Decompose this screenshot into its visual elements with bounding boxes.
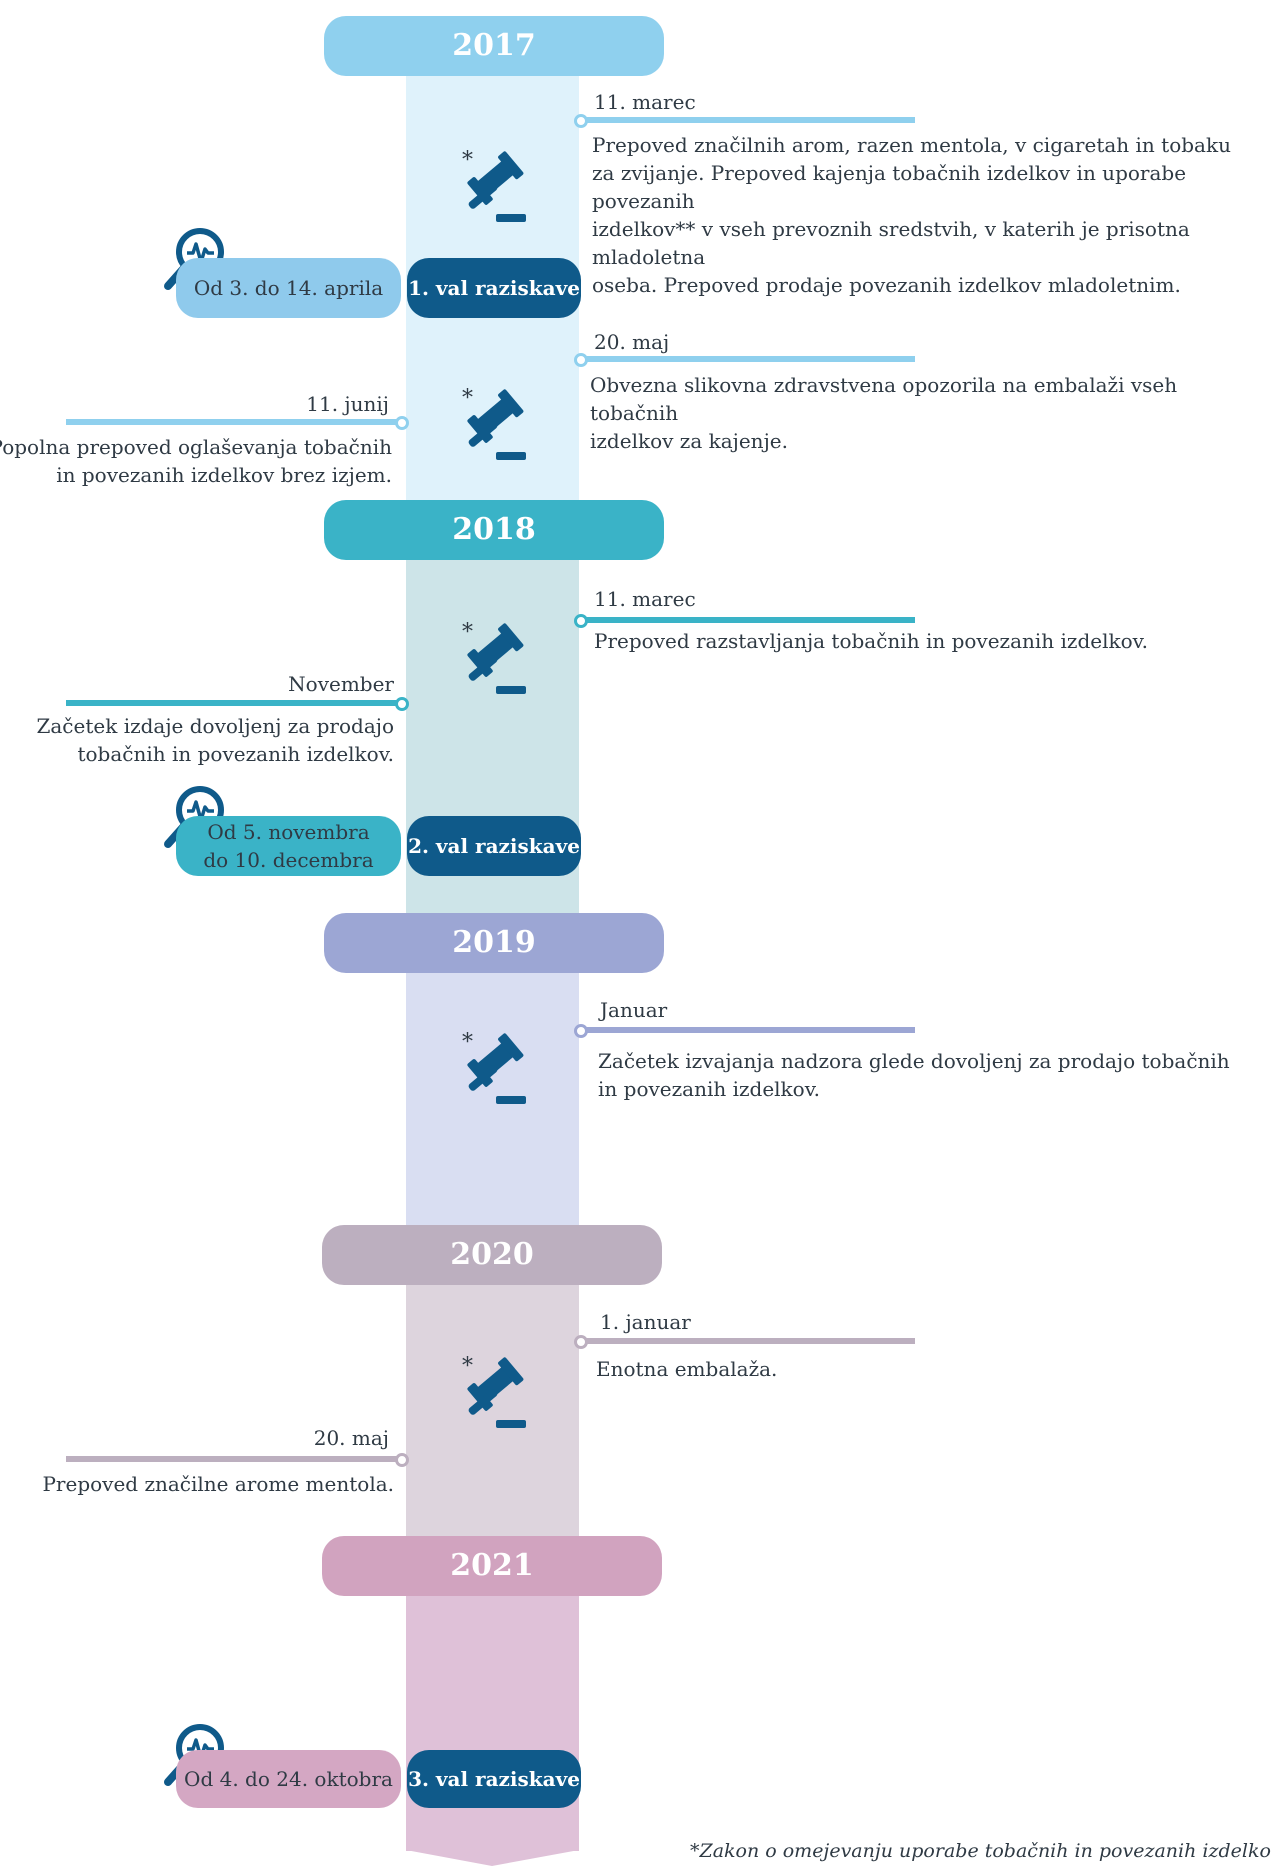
survey-wave-badge: 2. val raziskave — [407, 816, 581, 876]
event-line — [66, 419, 400, 425]
gavel-icon — [467, 151, 526, 222]
year-pill-2019: 2019 — [324, 913, 664, 973]
event-line — [580, 117, 915, 123]
survey-period: Od 5. novembra do 10. decembra — [176, 816, 401, 876]
survey-period-text: Od 3. do 14. aprila — [193, 276, 384, 300]
gavel-icon — [467, 389, 526, 460]
timeline-band-2019 — [406, 960, 579, 1250]
event-text-line: izdelkov** v vseh prevoznih sredstvih, v… — [592, 217, 1190, 269]
event-date: 11. marec — [594, 587, 696, 611]
survey-wave-badge: 3. val raziskave — [407, 1750, 581, 1808]
survey-period: Od 4. do 24. oktobra — [176, 1750, 401, 1808]
event-date: November — [288, 672, 394, 696]
timeline-band-2021 — [406, 1585, 579, 1851]
event-text-line: izdelkov za kajenje. — [590, 429, 788, 453]
year-pill-2018: 2018 — [324, 500, 664, 560]
event-line — [66, 1456, 400, 1462]
event-line — [580, 1338, 915, 1344]
event-text-line: za zvijanje. Prepoved kajenja tobačnih i… — [592, 161, 1187, 213]
gavel-icon — [467, 1357, 526, 1428]
event-line — [580, 617, 915, 623]
event-date: 1. januar — [600, 1310, 691, 1334]
event-text-line: Enotna embalaža. — [596, 1357, 778, 1381]
event-line — [580, 1027, 915, 1033]
gavel-icon — [467, 623, 526, 694]
event-date: 11. marec — [594, 90, 696, 114]
asterisk-marker: * — [462, 386, 473, 411]
event-date: 20. maj — [594, 330, 670, 354]
event-text-line: Prepoved značilnih arom, razen mentola, … — [592, 133, 1231, 157]
year-pill-2020: 2020 — [322, 1225, 662, 1285]
event-text-line: in povezanih izdelkov brez izjem. — [56, 463, 392, 487]
event-description: Prepoved značilnih arom, razen mentola, … — [592, 131, 1271, 299]
asterisk-marker: * — [462, 1030, 473, 1055]
survey-period: Od 3. do 14. aprila — [176, 258, 401, 318]
year-pill-2021: 2021 — [322, 1536, 662, 1596]
event-text-line: Začetek izdaje dovoljenj za prodajo — [36, 714, 394, 738]
survey-period-text: Od 5. novembra — [207, 820, 370, 844]
event-line — [66, 700, 400, 706]
footnote: *Zakon o omejevanju uporabe tobačnih in … — [690, 1840, 1271, 1862]
event-text-line: Obvezna slikovna zdravstvena opozorila n… — [590, 373, 1178, 425]
event-date: Januar — [600, 998, 668, 1022]
event-description: Popolna prepoved oglaševanja tobačnih in… — [0, 433, 392, 489]
event-date: 11. junij — [306, 392, 389, 416]
event-node — [395, 416, 409, 430]
event-date: 20. maj — [313, 1426, 389, 1450]
event-node — [574, 1024, 588, 1038]
event-text-line: tobačnih in povezanih izdelkov. — [77, 742, 394, 766]
event-line — [580, 356, 915, 362]
event-node — [574, 353, 588, 367]
timeline-arrow-tip — [406, 1850, 579, 1866]
survey-period-text: do 10. decembra — [203, 848, 374, 872]
asterisk-marker: * — [462, 620, 473, 645]
survey-wave-badge: 1. val raziskave — [407, 258, 581, 318]
event-text-line: Prepoved značilne arome mentola. — [42, 1472, 394, 1496]
event-node — [574, 114, 588, 128]
event-description: Prepoved značilne arome mentola. — [0, 1470, 394, 1498]
event-text-line: Prepoved razstavljanja tobačnih in povez… — [594, 629, 1148, 653]
year-pill-2017: 2017 — [324, 16, 664, 76]
gavel-icon — [467, 1033, 526, 1104]
event-description: Enotna embalaža. — [596, 1355, 1271, 1383]
asterisk-marker: * — [462, 148, 473, 173]
event-node — [395, 1453, 409, 1467]
event-node — [574, 1335, 588, 1349]
event-node — [395, 697, 409, 711]
event-description: Prepoved razstavljanja tobačnih in povez… — [594, 627, 1271, 655]
asterisk-marker: * — [462, 1354, 473, 1379]
event-node — [574, 614, 588, 628]
event-description: Obvezna slikovna zdravstvena opozorila n… — [590, 371, 1270, 455]
event-text-line: in povezanih izdelkov. — [598, 1077, 821, 1101]
event-text-line: Začetek izvajanja nadzora glede dovoljen… — [598, 1049, 1230, 1073]
event-text-line: oseba. Prepoved prodaje povezanih izdelk… — [592, 273, 1181, 297]
event-text-line: Popolna prepoved oglaševanja tobačnih — [0, 435, 392, 459]
event-description: Začetek izvajanja nadzora glede dovoljen… — [598, 1047, 1271, 1103]
survey-period-text: Od 4. do 24. oktobra — [184, 1767, 393, 1791]
event-description: Začetek izdaje dovoljenj za prodajo toba… — [0, 712, 394, 768]
